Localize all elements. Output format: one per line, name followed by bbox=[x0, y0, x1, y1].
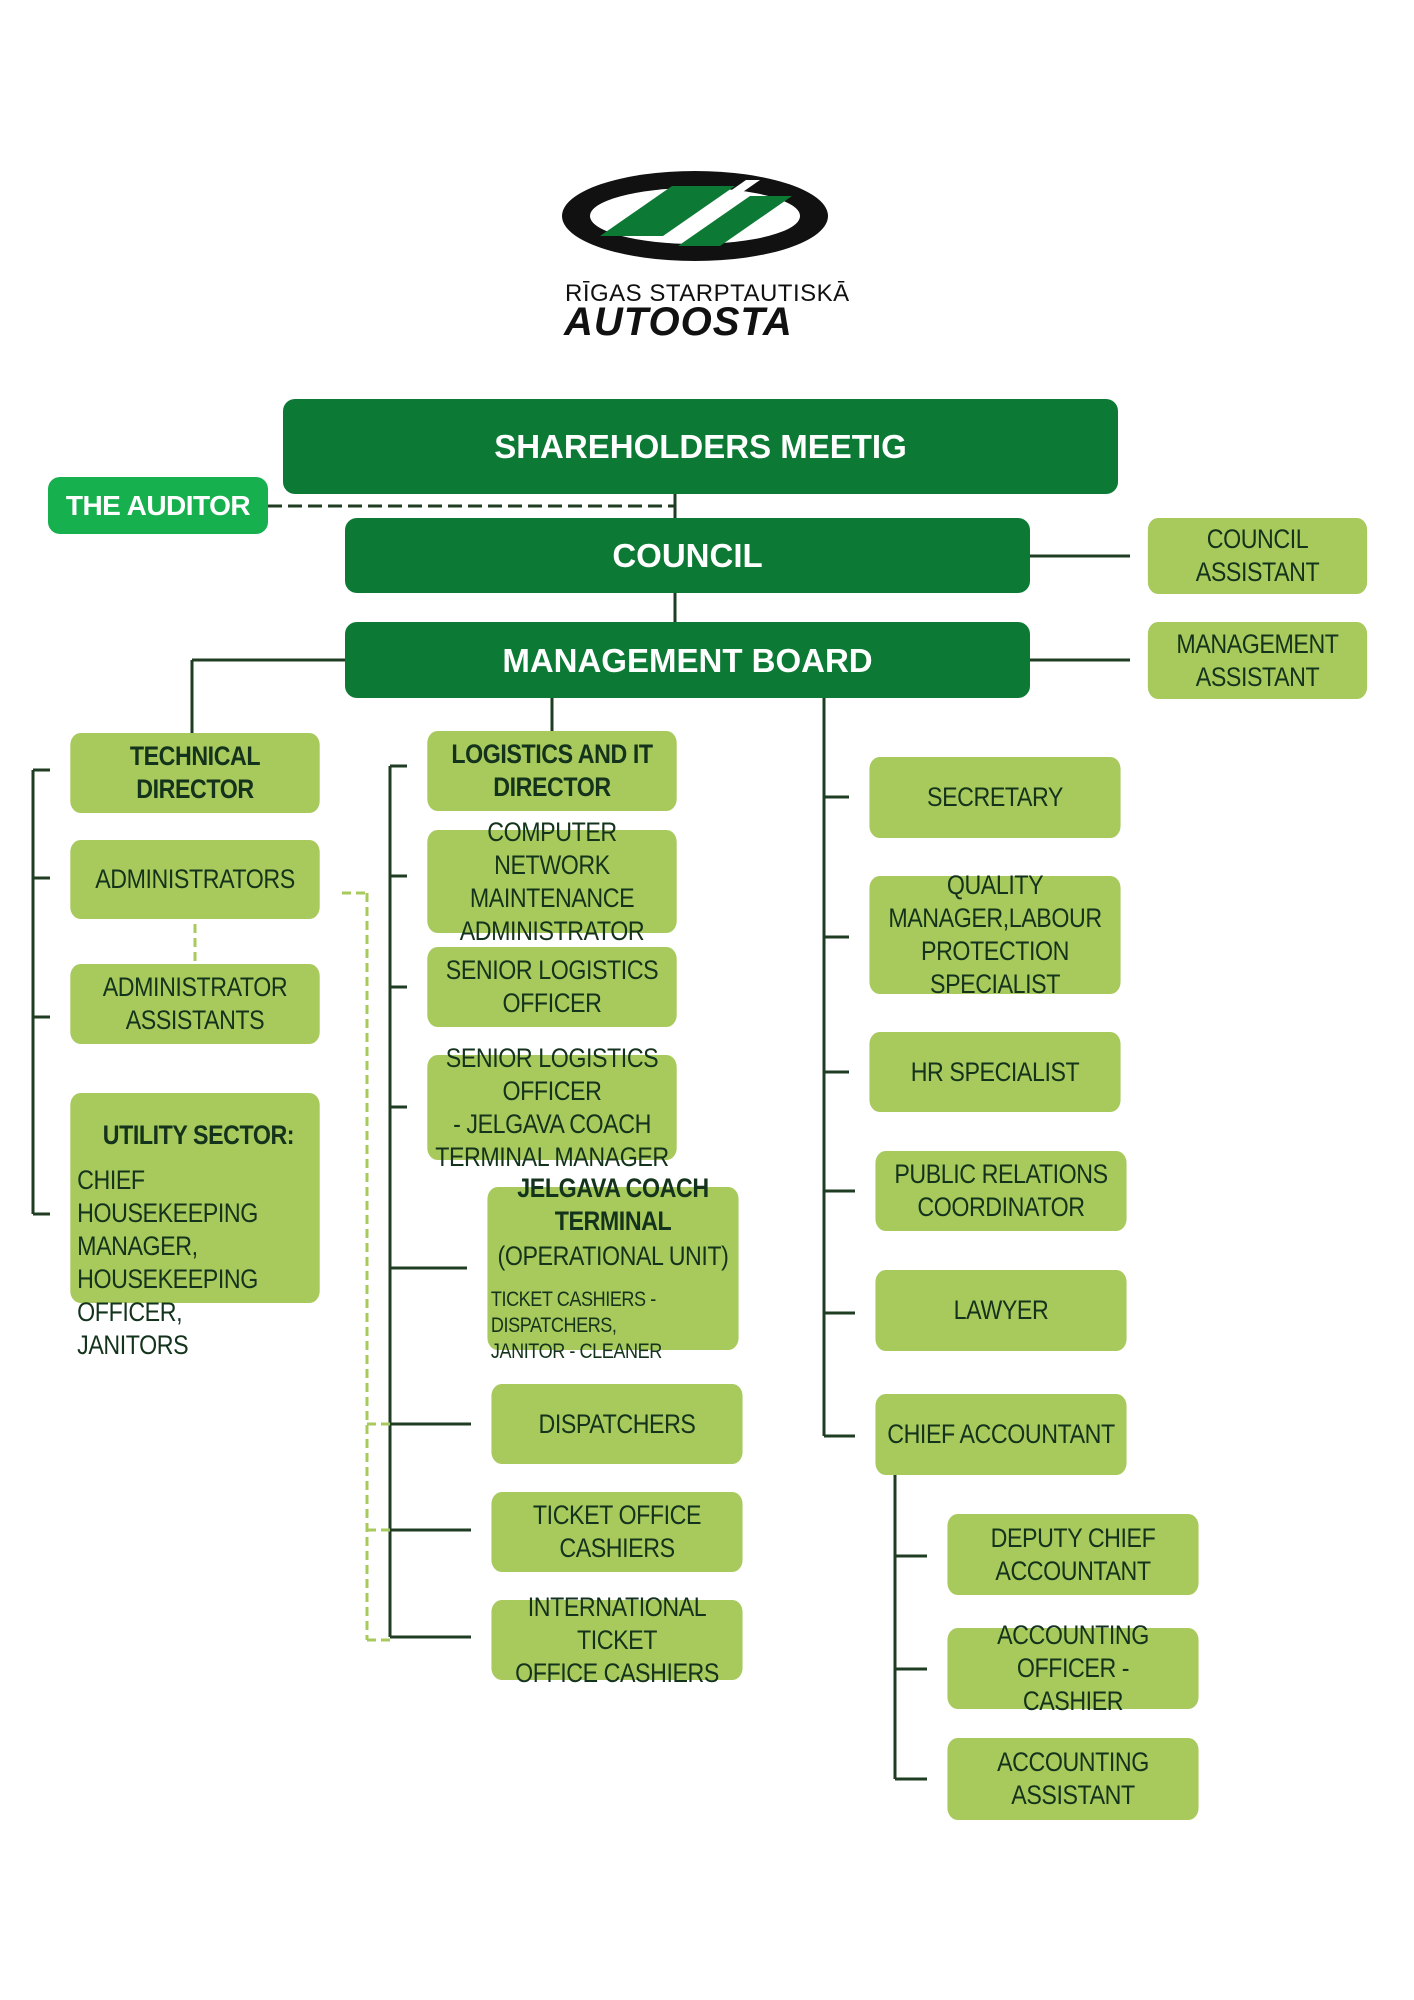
deputy-chief-accountant-box: DEPUTY CHIEF ACCOUNTANT bbox=[947, 1514, 1199, 1595]
administrators-label: ADMINISTRATORS bbox=[95, 864, 295, 894]
intl-cashiers-line1: INTERNATIONAL TICKET bbox=[527, 1591, 707, 1655]
dispatchers-label: DISPATCHERS bbox=[538, 1408, 696, 1439]
technical-director-box: TECHNICAL DIRECTOR bbox=[70, 733, 320, 813]
senior-logistics-officer-box: SENIOR LOGISTICS OFFICER bbox=[427, 947, 677, 1027]
auditor-box: THE AUDITOR bbox=[48, 477, 268, 534]
autoosta-logo-icon bbox=[562, 171, 828, 261]
logistics-director-box: LOGISTICS AND IT DIRECTOR bbox=[427, 731, 677, 811]
logistics-director-line1: LOGISTICS AND IT bbox=[451, 739, 653, 769]
lawyer-label: LAWYER bbox=[953, 1295, 1049, 1325]
jelgava-staff-line1: TICKET CASHIERS -DISPATCHERS, bbox=[490, 1288, 656, 1337]
utility-sector-title: UTILITY SECTOR: bbox=[102, 1120, 295, 1150]
pr-coordinator-line1: PUBLIC RELATIONS bbox=[894, 1159, 1108, 1189]
management-assistant-line1: MANAGEMENT bbox=[1176, 628, 1339, 659]
accounting-assistant-label: ACCOUNTING ASSISTANT bbox=[997, 1747, 1149, 1810]
senior-officer-jelgava-box: SENIOR LOGISTICS OFFICER - JELGAVA COACH… bbox=[427, 1043, 677, 1172]
administrator-assistants-box: ADMINISTRATOR ASSISTANTS bbox=[70, 964, 320, 1044]
council-label: COUNCIL bbox=[612, 537, 763, 574]
chief-accountant-label: CHIEF ACCOUNTANT bbox=[887, 1419, 1115, 1449]
management-assistant-box: MANAGEMENT ASSISTANT bbox=[1147, 622, 1368, 699]
senior-logistics-officer-line2: OFFICER bbox=[502, 988, 602, 1018]
lawyer-box: LAWYER bbox=[875, 1270, 1127, 1351]
accounting-assistant-box: ACCOUNTING ASSISTANT bbox=[947, 1738, 1199, 1820]
utility-line1: CHIEF HOUSEKEEPING bbox=[77, 1165, 258, 1228]
shareholders-meeting-box: SHAREHOLDERS MEETIG bbox=[283, 399, 1118, 494]
shareholders-meeting-label: SHAREHOLDERS MEETIG bbox=[494, 428, 907, 465]
accounting-officer-box: ACCOUNTING OFFICER - CASHIER bbox=[947, 1620, 1199, 1716]
council-assistant-line1: COUNCIL bbox=[1206, 524, 1309, 554]
administrators-box: ADMINISTRATORS bbox=[70, 840, 320, 919]
accounting-officer-line2: CASHIER bbox=[1022, 1686, 1124, 1716]
quality-manager-box: QUALITY MANAGER,LABOUR PROTECTION SPECIA… bbox=[869, 870, 1121, 999]
accounting-officer-line1: ACCOUNTING OFFICER - bbox=[997, 1620, 1149, 1683]
council-assistant-line2: ASSISTANT bbox=[1195, 557, 1320, 587]
deputy-chief-accountant-line2: ACCOUNTANT bbox=[995, 1555, 1151, 1586]
administrator-assistants-line2: ASSISTANTS bbox=[125, 1005, 265, 1035]
senior-officer-jelgava-line2: - JELGAVA COACH bbox=[453, 1108, 651, 1139]
council-assistant-box: COUNCIL ASSISTANT bbox=[1147, 518, 1368, 594]
network-admin-line2: MAINTENANCE bbox=[469, 882, 635, 913]
secretary-box: SECRETARY bbox=[869, 757, 1121, 838]
utility-line2: MANAGER, bbox=[77, 1231, 198, 1261]
administrator-assistants-line1: ADMINISTRATOR bbox=[102, 972, 288, 1002]
management-assistant-line2: ASSISTANT bbox=[1195, 661, 1320, 692]
jelgava-terminal-title: JELGAVA COACH TERMINAL bbox=[517, 1173, 709, 1236]
intl-cashiers-line2: OFFICE CASHIERS bbox=[515, 1657, 719, 1688]
network-admin-line1: COMPUTER NETWORK bbox=[487, 816, 617, 880]
network-admin-line3: ADMINISTRATOR bbox=[459, 915, 645, 946]
technical-director-label: TECHNICAL DIRECTOR bbox=[129, 741, 261, 804]
hr-specialist-box: HR SPECIALIST bbox=[869, 1032, 1121, 1112]
auditor-label: THE AUDITOR bbox=[65, 490, 251, 521]
secretary-label: SECRETARY bbox=[927, 782, 1063, 812]
management-board-box: MANAGEMENT BOARD bbox=[345, 622, 1030, 698]
intl-cashiers-box: INTERNATIONAL TICKET OFFICE CASHIERS bbox=[491, 1592, 743, 1688]
jelgava-terminal-box: JELGAVA COACH TERMINAL (OPERATIONAL UNIT… bbox=[487, 1173, 739, 1363]
dispatchers-box: DISPATCHERS bbox=[491, 1384, 743, 1464]
ticket-cashiers-box: TICKET OFFICE CASHIERS bbox=[491, 1492, 743, 1572]
hr-specialist-label: HR SPECIALIST bbox=[910, 1056, 1080, 1087]
logo-line2: AUTOOSTA bbox=[564, 300, 793, 344]
quality-manager-line1: QUALITY MANAGER,LABOUR bbox=[888, 870, 1102, 933]
quality-manager-line2: PROTECTION SPECIALIST bbox=[921, 936, 1069, 999]
jelgava-staff-line2: JANITOR - CLEANER bbox=[490, 1340, 662, 1363]
senior-logistics-officer-line1: SENIOR LOGISTICS bbox=[445, 955, 659, 985]
logistics-director-line2: DIRECTOR bbox=[493, 772, 611, 802]
council-box: COUNCIL bbox=[345, 518, 1030, 593]
utility-line3: HOUSEKEEPING OFFICER, bbox=[77, 1264, 258, 1327]
pr-coordinator-line2: COORDINATOR bbox=[917, 1192, 1085, 1222]
management-board-label: MANAGEMENT BOARD bbox=[502, 641, 873, 679]
logo-line1: RĪGAS STARPTAUTISKĀ bbox=[565, 280, 850, 307]
senior-officer-jelgava-line3: TERMINAL MANAGER bbox=[435, 1141, 669, 1172]
network-admin-box: COMPUTER NETWORK MAINTENANCE ADMINISTRAT… bbox=[427, 817, 677, 946]
senior-officer-jelgava-line1: SENIOR LOGISTICS OFFICER bbox=[445, 1042, 659, 1106]
utility-line4: JANITORS bbox=[77, 1330, 189, 1360]
pr-coordinator-box: PUBLIC RELATIONS COORDINATOR bbox=[875, 1151, 1127, 1231]
utility-sector-box: UTILITY SECTOR: CHIEF HOUSEKEEPING MANAG… bbox=[70, 1093, 320, 1360]
chief-accountant-box: CHIEF ACCOUNTANT bbox=[875, 1394, 1127, 1475]
deputy-chief-accountant-line1: DEPUTY CHIEF bbox=[990, 1522, 1156, 1553]
ticket-cashiers-label: TICKET OFFICE CASHIERS bbox=[532, 1500, 702, 1563]
jelgava-terminal-staff: TICKET CASHIERS -DISPATCHERS, JANITOR - … bbox=[487, 1287, 738, 1365]
jelgava-terminal-subtitle: (OPERATIONAL UNIT) bbox=[497, 1241, 729, 1271]
